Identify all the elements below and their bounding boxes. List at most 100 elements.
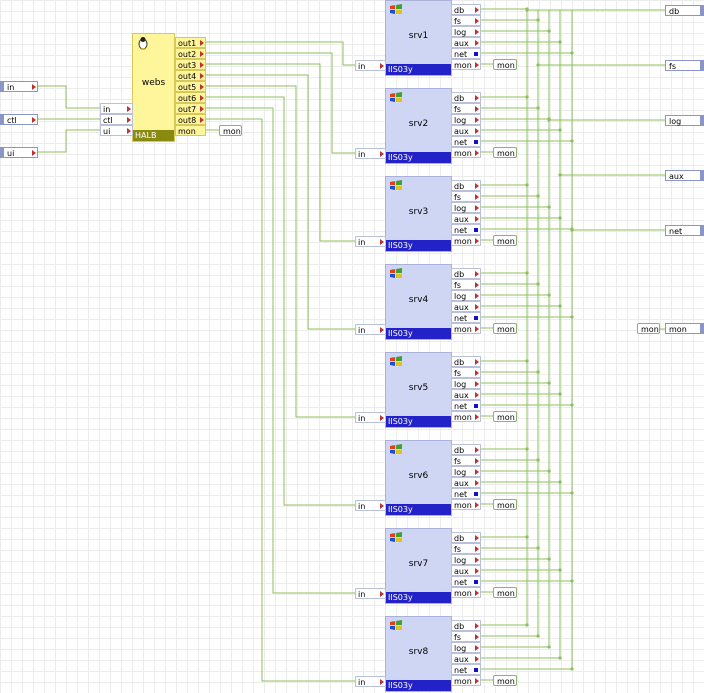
server-port-net[interactable]: net [451, 312, 481, 323]
server-port-net[interactable]: net [451, 576, 481, 587]
output-terminal-fs[interactable]: fs [665, 60, 704, 71]
server-port-aux[interactable]: aux [451, 301, 481, 312]
server-mon-tag[interactable]: mon [493, 499, 517, 510]
server-port-aux[interactable]: aux [451, 389, 481, 400]
server-port-net[interactable]: net [451, 224, 481, 235]
webs-input-port-ctl[interactable]: ctl [100, 114, 133, 125]
server-mon-tag[interactable]: mon [493, 235, 517, 246]
input-terminal-ctl[interactable]: ctl [0, 114, 38, 125]
webs-input-port-in[interactable]: in [100, 103, 133, 114]
server-port-log[interactable]: log [451, 378, 481, 389]
server-port-fs[interactable]: fs [451, 543, 481, 554]
output-terminal-net[interactable]: net [665, 225, 704, 236]
server-input-port[interactable]: in [355, 588, 386, 599]
server-port-mon[interactable]: mon [451, 675, 481, 686]
server-mon-tag[interactable]: mon [493, 323, 517, 334]
webs-mon-port[interactable]: mon [175, 125, 206, 136]
server-input-port[interactable]: in [355, 148, 386, 159]
server-port-fs[interactable]: fs [451, 367, 481, 378]
webs-output-port-4[interactable]: out4 [175, 70, 206, 81]
server-port-fs[interactable]: fs [451, 279, 481, 290]
server-port-db[interactable]: db [451, 268, 481, 279]
server-mon-tag[interactable]: mon [493, 59, 517, 70]
server-port-mon[interactable]: mon [451, 499, 481, 510]
server-port-aux[interactable]: aux [451, 37, 481, 48]
server-port-fs[interactable]: fs [451, 15, 481, 26]
server-port-log[interactable]: log [451, 554, 481, 565]
server-port-mon[interactable]: mon [451, 323, 481, 334]
server-port-aux[interactable]: aux [451, 213, 481, 224]
server-port-db[interactable]: db [451, 180, 481, 191]
server-port-net[interactable]: net [451, 136, 481, 147]
webs-input-port-ui[interactable]: ui [100, 125, 133, 136]
server-port-fs[interactable]: fs [451, 455, 481, 466]
input-terminal-ui[interactable]: ui [0, 147, 38, 158]
server-input-port[interactable]: in [355, 60, 386, 71]
mon-input-tag[interactable]: mon [637, 323, 660, 334]
output-terminal-log[interactable]: log [665, 115, 704, 126]
server-port-db[interactable]: db [451, 444, 481, 455]
server-port-log[interactable]: log [451, 114, 481, 125]
server-port-net[interactable]: net [451, 488, 481, 499]
server-input-port[interactable]: in [355, 236, 386, 247]
mon-output-terminal[interactable]: mon [665, 323, 704, 334]
server-port-mon[interactable]: mon [451, 59, 481, 70]
server-port-fs[interactable]: fs [451, 103, 481, 114]
server-port-aux[interactable]: aux [451, 125, 481, 136]
server-port-fs[interactable]: fs [451, 191, 481, 202]
server-port-mon[interactable]: mon [451, 235, 481, 246]
server-port-log[interactable]: log [451, 202, 481, 213]
webs-output-port-5[interactable]: out5 [175, 81, 206, 92]
webs-block[interactable]: webs HALB [132, 33, 175, 142]
webs-output-port-2[interactable]: out2 [175, 48, 206, 59]
server-input-port[interactable]: in [355, 676, 386, 687]
webs-output-port-6[interactable]: out6 [175, 92, 206, 103]
output-terminal-aux[interactable]: aux [665, 170, 704, 181]
webs-mon-tag[interactable]: mon [219, 125, 242, 136]
server-port-log[interactable]: log [451, 26, 481, 37]
server-mon-tag[interactable]: mon [493, 675, 517, 686]
server-port-log[interactable]: log [451, 466, 481, 477]
server-port-mon[interactable]: mon [451, 411, 481, 422]
server-footer: IIS03y [386, 680, 451, 691]
server-port-log[interactable]: log [451, 290, 481, 301]
webs-output-port-1[interactable]: out1 [175, 37, 206, 48]
server-port-db[interactable]: db [451, 532, 481, 543]
webs-output-port-8[interactable]: out8 [175, 114, 206, 125]
mon-tag-label: mon [497, 325, 515, 334]
server-mon-tag[interactable]: mon [493, 587, 517, 598]
server-port-net[interactable]: net [451, 400, 481, 411]
server-mon-tag[interactable]: mon [493, 147, 517, 158]
server-port-mon[interactable]: mon [451, 587, 481, 598]
server-port-db[interactable]: db [451, 356, 481, 367]
server-port-aux[interactable]: aux [451, 565, 481, 576]
webs-output-port-7[interactable]: out7 [175, 103, 206, 114]
server-port-aux[interactable]: aux [451, 653, 481, 664]
server-port-net[interactable]: net [451, 48, 481, 59]
server-input-port[interactable]: in [355, 412, 386, 423]
server-input-port[interactable]: in [355, 324, 386, 335]
server-port-label: net [454, 50, 468, 59]
server-input-port[interactable]: in [355, 500, 386, 511]
server-port-fs[interactable]: fs [451, 631, 481, 642]
output-terminal-db[interactable]: db [665, 5, 704, 16]
server-port-db[interactable]: db [451, 620, 481, 631]
server-port-net[interactable]: net [451, 664, 481, 675]
server-port-db[interactable]: db [451, 92, 481, 103]
server-mon-tag[interactable]: mon [493, 411, 517, 422]
server-port-db[interactable]: db [451, 4, 481, 15]
server-port-log[interactable]: log [451, 642, 481, 653]
server-port-aux[interactable]: aux [451, 477, 481, 488]
input-terminal-in[interactable]: in [0, 81, 38, 92]
server-port-mon[interactable]: mon [451, 147, 481, 158]
webs-output-port-3[interactable]: out3 [175, 59, 206, 70]
webs-output-label: out6 [178, 94, 197, 103]
